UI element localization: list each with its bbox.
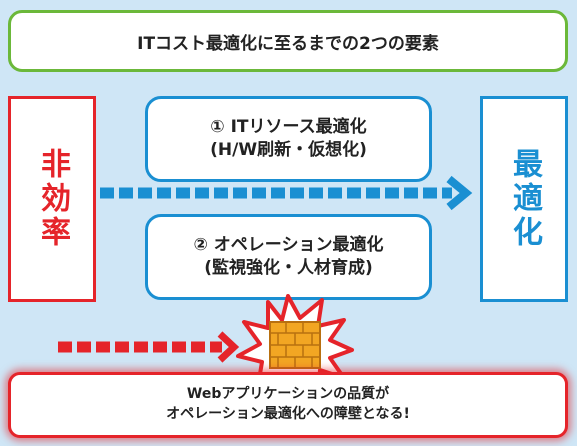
- element-box-it-resource: ① ITリソース最適化 (H/W刷新・仮想化): [145, 96, 432, 182]
- barrier-message-box: Webアプリケーションの品質が オペレーション最適化への障壁となる!: [8, 372, 568, 438]
- element1-subtitle: (H/W刷新・仮想化): [210, 140, 367, 160]
- element1-title: ① ITリソース最適化: [210, 117, 367, 138]
- element2-subtitle: (監視強化・人材育成): [204, 258, 373, 278]
- brick-wall-icon: [269, 321, 321, 369]
- inefficiency-label: 非効率: [8, 96, 96, 302]
- optimization-label: 最適化: [480, 96, 568, 302]
- diagram-title: ITコスト最適化に至るまでの2つの要素: [8, 10, 568, 72]
- barrier-line2: オペレーション最適化への障壁となる!: [166, 406, 410, 422]
- red-dashed-arrow: [58, 331, 240, 363]
- blue-dashed-arrow: [100, 175, 473, 211]
- element-box-operation: ② オペレーション最適化 (監視強化・人材育成): [145, 214, 432, 300]
- element2-title: ② オペレーション最適化: [193, 235, 384, 256]
- barrier-line1: Webアプリケーションの品質が: [186, 386, 390, 403]
